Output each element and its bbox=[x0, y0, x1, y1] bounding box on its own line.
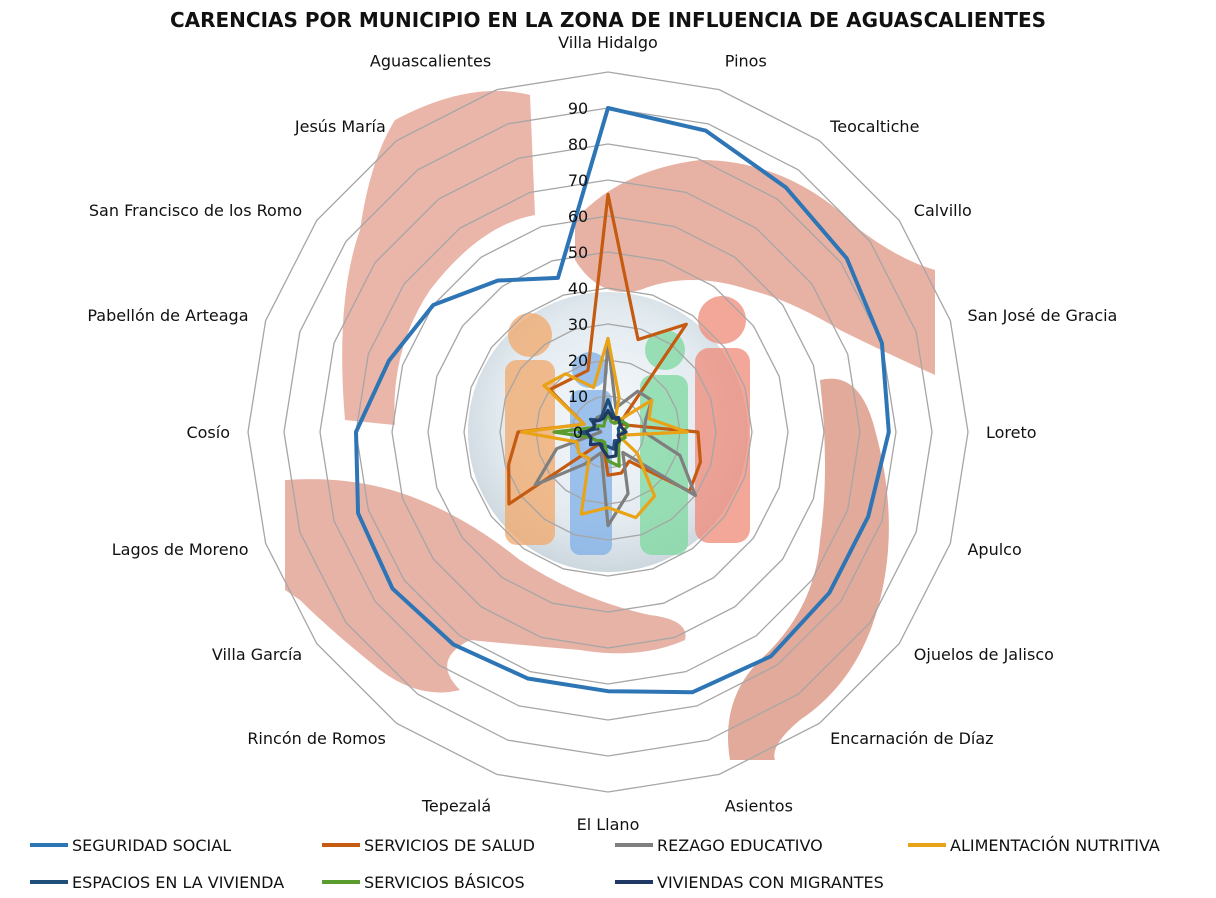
tick-label: 30 bbox=[568, 315, 588, 334]
legend-item: ESPACIOS EN LA VIVIENDA bbox=[30, 873, 284, 892]
series-line-5 bbox=[552, 412, 631, 468]
category-label: San Francisco de los Romo bbox=[89, 201, 302, 220]
radar-grid bbox=[247, 71, 969, 793]
series-line-6 bbox=[584, 408, 628, 459]
tick-label: 80 bbox=[568, 135, 588, 154]
tick-label: 40 bbox=[568, 279, 588, 298]
grid-ring-20 bbox=[535, 359, 681, 505]
category-label: Encarnación de Díaz bbox=[830, 729, 993, 748]
legend-label: ALIMENTACIÓN NUTRITIVA bbox=[950, 836, 1160, 855]
series-lines bbox=[354, 106, 891, 695]
grid-ring-90 bbox=[283, 107, 933, 757]
category-label: Teocaltiche bbox=[829, 117, 919, 136]
legend-label: SEGURIDAD SOCIAL bbox=[72, 836, 231, 855]
legend-label: SERVICIOS BÁSICOS bbox=[364, 873, 525, 892]
legend-item: SERVICIOS DE SALUD bbox=[322, 836, 535, 855]
grid-ring-50 bbox=[427, 251, 789, 613]
legend-label: SERVICIOS DE SALUD bbox=[364, 836, 535, 855]
tick-label: 90 bbox=[568, 99, 588, 118]
category-label: Jesús María bbox=[294, 117, 386, 136]
legend-item: REZAGO EDUCATIVO bbox=[615, 836, 823, 855]
grid-ring-80 bbox=[319, 143, 897, 721]
category-label: Lagos de Moreno bbox=[112, 540, 249, 559]
legend-label: ESPACIOS EN LA VIVIENDA bbox=[72, 873, 284, 892]
category-label: Tepezalá bbox=[421, 796, 491, 815]
legend-label: VIVIENDAS CON MIGRANTES bbox=[657, 873, 884, 892]
tick-label: 10 bbox=[568, 387, 588, 406]
tick-label: 0 bbox=[573, 423, 583, 442]
category-label: Pabellón de Arteaga bbox=[87, 306, 248, 325]
category-label: Calvillo bbox=[914, 201, 972, 220]
legend-item: SEGURIDAD SOCIAL bbox=[30, 836, 231, 855]
legend-item: ALIMENTACIÓN NUTRITIVA bbox=[908, 836, 1160, 855]
category-label: Apulco bbox=[967, 540, 1021, 559]
chart-title: CARENCIAS POR MUNICIPIO EN LA ZONA DE IN… bbox=[170, 8, 1046, 32]
radial-tick-labels: 0 10 20 30 40 50 60 70 80 90 bbox=[568, 99, 588, 442]
series-line-3 bbox=[519, 336, 689, 520]
grid-ring-40 bbox=[463, 287, 753, 577]
category-label: San José de Gracia bbox=[967, 306, 1117, 325]
grid-ring-100 bbox=[247, 71, 969, 793]
category-label: Aguascalientes bbox=[370, 52, 491, 71]
tick-label: 50 bbox=[568, 243, 588, 262]
category-label: Ojuelos de Jalisco bbox=[914, 645, 1054, 664]
category-label: Pinos bbox=[725, 52, 767, 71]
legend-label: REZAGO EDUCATIVO bbox=[657, 836, 823, 855]
tick-label: 70 bbox=[568, 171, 588, 190]
legend-item: VIVIENDAS CON MIGRANTES bbox=[615, 873, 884, 892]
category-label: Villa Hidalgo bbox=[558, 33, 658, 52]
category-label: Rincón de Romos bbox=[247, 729, 386, 748]
series-line-0 bbox=[354, 106, 891, 695]
tick-label: 20 bbox=[568, 351, 588, 370]
category-label: Loreto bbox=[986, 423, 1037, 442]
category-label: Asientos bbox=[725, 796, 793, 815]
legend: SEGURIDAD SOCIAL SERVICIOS DE SALUD REZAGO… bbox=[30, 836, 1160, 892]
grid-ring-30 bbox=[499, 323, 717, 541]
category-label: Villa García bbox=[212, 645, 302, 664]
legend-item: SERVICIOS BÁSICOS bbox=[322, 873, 525, 892]
grid-ring-60 bbox=[391, 215, 825, 649]
category-labels: Villa HidalgoPinosTeocalticheCalvilloSan… bbox=[87, 33, 1117, 834]
category-label: Cosío bbox=[186, 423, 230, 442]
category-label: El Llano bbox=[577, 815, 640, 834]
grid-ring-70 bbox=[355, 179, 861, 685]
tick-label: 60 bbox=[568, 207, 588, 226]
